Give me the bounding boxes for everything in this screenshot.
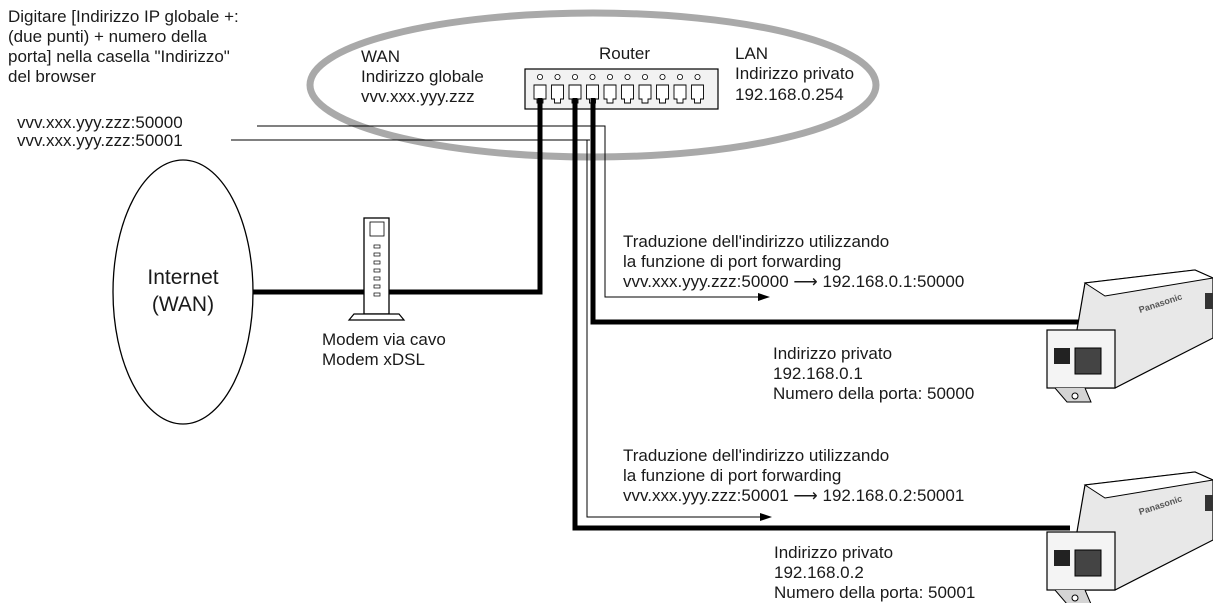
wan-sublabel: Indirizzo globale xyxy=(361,67,484,86)
translation-2-to: 192.168.0.2:50001 xyxy=(822,486,965,505)
modem-led xyxy=(373,260,381,265)
router-led xyxy=(537,74,544,81)
router-port xyxy=(673,84,687,104)
translation-2-line-1: Traduzione dell'indirizzo utilizzando xyxy=(623,446,890,465)
lan-sublabel: Indirizzo privato xyxy=(735,64,855,83)
cable-router-camera-2 xyxy=(572,98,1070,531)
camera-icon: Panasonic xyxy=(1046,471,1213,603)
modem-led xyxy=(373,292,381,297)
router-led xyxy=(572,74,579,81)
camera-1-port: Numero della porta: 50000 xyxy=(773,384,975,403)
instruction-line-4: del browser xyxy=(8,67,96,86)
camera-1-label: Indirizzo privato xyxy=(773,344,893,363)
translation-2-mapping: vvv.xxx.yyy.zzz:50001 ⟶ 192.168.0.2:5000… xyxy=(623,486,964,506)
router-led xyxy=(554,74,561,81)
camera-1-address: 192.168.0.1 xyxy=(773,364,863,383)
translation-1-line-2: la funzione di port forwarding xyxy=(623,252,842,271)
instruction-line-2: (due punti) + numero della xyxy=(8,27,207,46)
modem-label-2: Modem xDSL xyxy=(322,350,425,369)
router-icon xyxy=(524,68,719,110)
instruction-line-3: porta] nella casella "Indirizzo" xyxy=(8,47,230,66)
router-port xyxy=(533,84,547,104)
router-led xyxy=(589,74,596,81)
translation-1-line-1: Traduzione dell'indirizzo utilizzando xyxy=(623,232,890,251)
translation-1-from: vvv.xxx.yyy.zzz:50000 xyxy=(623,272,789,291)
url-line-50000 xyxy=(257,125,760,298)
router-led xyxy=(624,74,631,81)
url-50001: vvv.xxx.yyy.zzz:50001 xyxy=(17,131,183,150)
router-led xyxy=(642,74,649,81)
router-port xyxy=(568,84,582,104)
translation-1-mapping: vvv.xxx.yyy.zzz:50000 ⟶ 192.168.0.1:5000… xyxy=(623,272,964,292)
modem-icon xyxy=(347,217,406,321)
internet-sublabel: (WAN) xyxy=(151,293,215,316)
router-port xyxy=(603,84,617,104)
router-label: Router xyxy=(599,44,651,63)
camera-icon: Panasonic xyxy=(1046,269,1213,403)
translation-2-from: vvv.xxx.yyy.zzz:50001 xyxy=(623,486,789,505)
camera-2-port: Numero della porta: 50001 xyxy=(774,583,976,602)
cable-router-camera-1 xyxy=(590,98,1085,325)
modem-led xyxy=(373,276,381,281)
lan-label: LAN xyxy=(735,44,769,63)
thick-cables xyxy=(253,98,1085,531)
router-led xyxy=(607,74,614,81)
modem-label-1: Modem via cavo xyxy=(322,330,446,349)
translation-2-arrow: ⟶ xyxy=(788,486,823,505)
router-port xyxy=(621,84,634,104)
internet-label: Internet xyxy=(147,266,219,289)
lan-address: 192.168.0.254 xyxy=(735,85,844,104)
router-led xyxy=(659,74,666,81)
url-line-50001 xyxy=(586,140,762,518)
wan-address: vvv.xxx.yyy.zzz xyxy=(361,87,475,106)
instruction-line-1: Digitare [Indirizzo IP globale +: xyxy=(8,7,239,26)
translation-1-arrow: ⟶ xyxy=(788,272,823,291)
router-led xyxy=(677,74,684,81)
arrow-heads xyxy=(758,293,772,521)
url-pointer-lines xyxy=(231,125,762,518)
router-port xyxy=(551,84,564,104)
router-port xyxy=(656,84,669,104)
camera-2-label: Indirizzo privato xyxy=(774,543,894,562)
router-port xyxy=(691,84,704,104)
camera-2-address: 192.168.0.2 xyxy=(774,563,864,582)
wan-label: WAN xyxy=(361,47,401,66)
modem-led xyxy=(373,284,381,289)
router-port xyxy=(638,84,652,104)
modem-led xyxy=(373,244,381,249)
cable-internet-router xyxy=(253,98,543,295)
translation-1-to: 192.168.0.1:50000 xyxy=(822,272,965,291)
modem-led xyxy=(373,268,381,273)
url-50000: vvv.xxx.yyy.zzz:50000 xyxy=(17,113,183,132)
modem-led xyxy=(373,252,381,257)
router-led xyxy=(694,74,701,81)
translation-2-line-2: la funzione di port forwarding xyxy=(623,466,842,485)
